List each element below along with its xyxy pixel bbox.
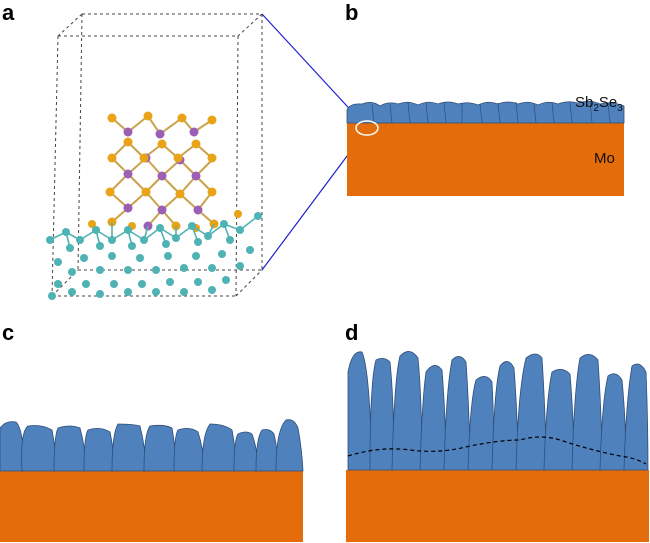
mo-substrate-d — [346, 470, 649, 542]
panel-label-b: b — [345, 0, 358, 25]
panel-label-a: a — [2, 0, 15, 25]
mo-substrate-b — [347, 123, 624, 196]
mo-substrate-c — [0, 471, 303, 542]
panel-d-cross-section — [346, 351, 649, 542]
mo-label: Mo — [594, 150, 615, 167]
sb2se3-label: Sb2Se3 — [575, 94, 623, 114]
mo-atoms — [46, 212, 262, 300]
unit-cell-box — [51, 13, 263, 297]
panel-c-cross-section — [0, 419, 304, 542]
sb2se3-columnar-grains-d — [347, 351, 649, 471]
panel-label-c: c — [2, 320, 14, 345]
crystal-structure-model — [46, 13, 263, 300]
sb2se3-thin-film-b — [346, 100, 625, 124]
panel-label-d: d — [345, 320, 358, 345]
sb2se3-grains-c — [0, 419, 304, 472]
zoom-connector-lines — [261, 13, 363, 271]
dashed-boundary-line — [347, 436, 647, 465]
panel-b-cross-section: Sb2Se3 Mo — [346, 94, 625, 196]
interface-highlight-circle — [355, 120, 379, 136]
